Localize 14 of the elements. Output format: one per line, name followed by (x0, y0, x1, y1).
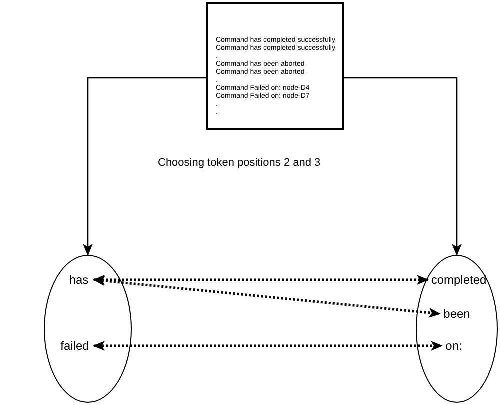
arrow (83, 77, 206, 256)
token-word: has (67, 272, 91, 288)
ellipse (44, 255, 132, 403)
dotted-arrow (93, 341, 443, 351)
dotted-arrow (93, 275, 429, 285)
token-word: on: (445, 338, 463, 354)
caption-text: Choosing token positions 2 and 3 (158, 156, 321, 171)
arrow (344, 77, 462, 256)
token-word: been (443, 306, 471, 322)
dotted-arrow (93, 276, 441, 318)
message-box (206, 2, 344, 130)
token-word: failed (59, 338, 91, 354)
token-word: completed (431, 272, 487, 288)
ellipse (416, 255, 498, 403)
